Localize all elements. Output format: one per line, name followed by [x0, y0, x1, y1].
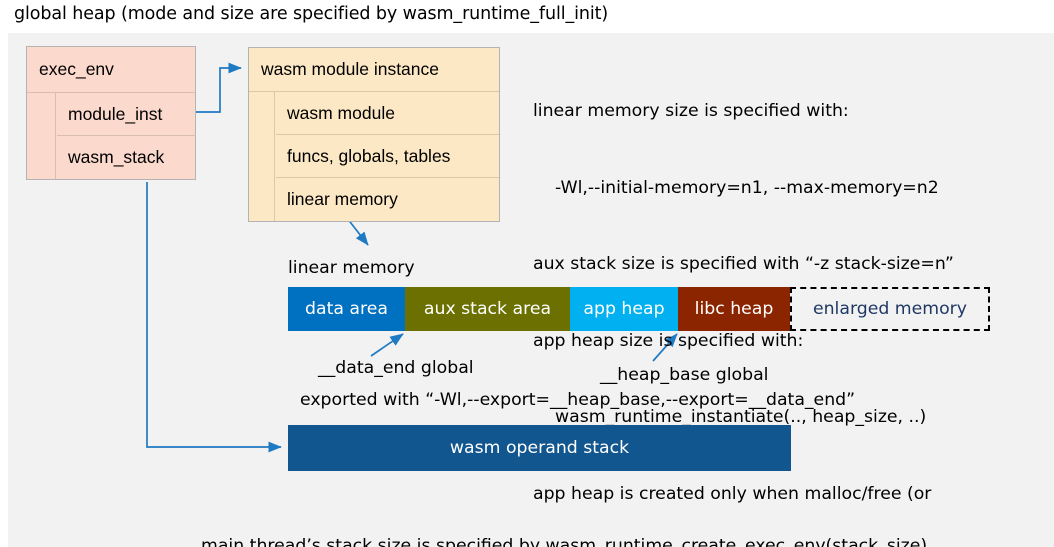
wasm-module-instance-field-funcs-globals-tables: funcs, globals, tables [276, 135, 499, 178]
memory-segment-enlarged-memory: enlarged memory [790, 287, 990, 331]
wasm-module-instance-box: wasm module instance wasm module funcs, … [248, 47, 500, 222]
page-title: global heap (mode and size are specified… [14, 4, 609, 24]
exec-env-box: exec_env module_inst wasm_stack [26, 46, 196, 180]
label-exported-with: exported with “-Wl,--export=__heap_base,… [300, 390, 856, 410]
memory-segment-app-heap: app heap [570, 287, 678, 331]
bottom-note-line: main thread’s stack size is specified by… [201, 536, 933, 547]
note-line: app heap size is specified with: [533, 330, 804, 351]
wasm-module-instance-header: wasm module instance [249, 48, 499, 92]
note-line: linear memory size is specified with: [533, 101, 849, 121]
wasm-module-instance-field-linear-memory: linear memory [287, 189, 398, 209]
wasm-operand-stack-box: wasm operand stack [288, 425, 791, 471]
stack-size-notes: main thread’s stack size is specified by… [201, 481, 933, 547]
note-line: aux stack size is specified with “-z sta… [533, 254, 954, 274]
wasm-module-instance-gutter [249, 92, 275, 221]
note-line: app heap is created only when malloc/fre… [533, 483, 932, 504]
label-heap-base-global: __heap_base global [600, 365, 769, 385]
label-data-end-global: __data_end global [318, 358, 474, 378]
exec-env-field-module-inst: module_inst [57, 93, 196, 136]
memory-segment-libc-heap: libc heap [678, 287, 790, 331]
linear-memory-notes: linear memory size is specified with: -W… [533, 48, 954, 547]
wasm-module-instance-field-wasm-module: wasm module [276, 92, 499, 135]
memory-segment-data-area: data area [288, 287, 405, 331]
exec-env-field-wasm-stack: wasm_stack [68, 147, 165, 167]
exec-env-header: exec_env [27, 47, 195, 93]
memory-segment-aux-stack-area: aux stack area [405, 287, 570, 331]
note-line: -Wl,--initial-memory=n1, --max-memory=n2 [533, 177, 939, 198]
linear-memory-bar: data area aux stack area app heap libc h… [288, 287, 990, 331]
linear-memory-caption: linear memory [288, 258, 415, 278]
exec-env-gutter [27, 93, 56, 179]
note-line: wasm_runtime_instantiate(.., heap_size, … [533, 407, 927, 427]
